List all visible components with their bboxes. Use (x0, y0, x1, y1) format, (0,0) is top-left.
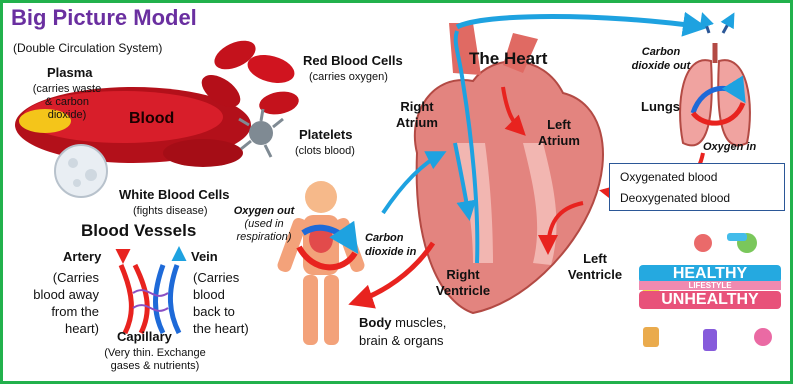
lifestyle-label: LIFESTYLE (639, 281, 781, 290)
artery-title: Artery (63, 249, 101, 265)
lungs-label: Lungs (641, 99, 680, 115)
oxygen-out-label: Oxygen out (used in respiration) (229, 205, 299, 245)
platelets-title: Platelets (299, 127, 352, 143)
body-label-bold: Body (359, 315, 392, 330)
platelets-description: (clots blood) (295, 145, 355, 158)
vessel-illustration (121, 265, 179, 333)
capillary-line-2: gases & nutrients) (95, 360, 215, 373)
left-atrium-line-2: Atrium (529, 133, 589, 149)
oxygen-in-label: Oxygen in (703, 141, 756, 154)
body-label-rest: muscles, (392, 315, 447, 330)
legend-oxygenated: Oxygenated blood (620, 170, 717, 184)
legend-deoxygenated: Deoxygenated blood (620, 191, 730, 205)
white-blood-cell-image (55, 145, 107, 197)
vein-description: (Carries blood back to the heart) (193, 269, 249, 337)
capillary-line-1: (Very thin. Exchange (95, 347, 215, 360)
page-subtitle: (Double Circulation System) (13, 41, 162, 55)
co2-out-label: Carbon dioxide out (623, 45, 699, 73)
artery-line-3: from the (13, 303, 99, 320)
plasma-line-3: dioxide) (27, 109, 107, 122)
vein-line-3: back to (193, 303, 249, 320)
artery-line-4: heart) (13, 320, 99, 337)
plasma-line-2: & carbon (27, 96, 107, 109)
wbc-title: White Blood Cells (119, 187, 230, 203)
plasma-description: (carries waste & carbon dioxide) (27, 83, 107, 123)
artery-line-1: (Carries (13, 269, 99, 286)
capillary-description: (Very thin. Exchange gases & nutrients) (95, 347, 215, 373)
vein-line-2: blood (193, 286, 249, 303)
right-atrium-line-1: Right (387, 99, 447, 115)
capillary-title: Capillary (117, 329, 172, 345)
lifestyle-badge: HEALTHY LIFESTYLE UNHEALTHY (639, 265, 781, 313)
co2-out-line-2: dioxide out (623, 59, 699, 73)
plasma-title: Plasma (47, 65, 93, 81)
left-ventricle-label: Left Ventricle (555, 251, 635, 282)
oxygen-out-line-1: Oxygen out (229, 205, 299, 218)
right-ventricle-line-2: Ventricle (425, 283, 501, 299)
oxygen-out-line-3: respiration) (229, 231, 299, 244)
co2-out-line-1: Carbon (623, 45, 699, 59)
vein-title: Vein (191, 249, 218, 265)
wbc-description: (fights disease) (133, 205, 208, 218)
oxygen-out-line-2: (used in (229, 218, 299, 231)
right-atrium-label: Right Atrium (387, 99, 447, 130)
artery-line-2: blood away (13, 286, 99, 303)
body-label-line2: brain & organs (359, 333, 444, 349)
co2-in-label: Carbon dioxide in (365, 231, 416, 259)
blood-label: Blood (129, 109, 174, 128)
heart-title: The Heart (469, 49, 547, 69)
artery-description: (Carries blood away from the heart) (13, 269, 99, 337)
left-ventricle-line-1: Left (555, 251, 635, 267)
vessels-title: Blood Vessels (81, 221, 196, 241)
rbc-description: (carries oxygen) (309, 71, 388, 84)
body-label: Body muscles, (359, 315, 446, 331)
right-ventricle-line-1: Right (425, 267, 501, 283)
co2-in-line-2: dioxide in (365, 245, 416, 259)
page-title: Big Picture Model (11, 5, 197, 31)
plasma-line-1: (carries waste (27, 83, 107, 96)
vein-line-4: the heart) (193, 320, 249, 337)
co2-in-line-1: Carbon (365, 231, 416, 245)
vein-line-1: (Carries (193, 269, 249, 286)
rbc-title: Red Blood Cells (303, 53, 403, 69)
right-ventricle-label: Right Ventricle (425, 267, 501, 298)
left-ventricle-line-2: Ventricle (555, 267, 635, 283)
left-atrium-line-1: Left (529, 117, 589, 133)
right-atrium-line-2: Atrium (387, 115, 447, 131)
left-atrium-label: Left Atrium (529, 117, 589, 148)
unhealthy-label: UNHEALTHY (639, 291, 781, 309)
legend: Oxygenated blood Deoxygenated blood (609, 163, 785, 211)
